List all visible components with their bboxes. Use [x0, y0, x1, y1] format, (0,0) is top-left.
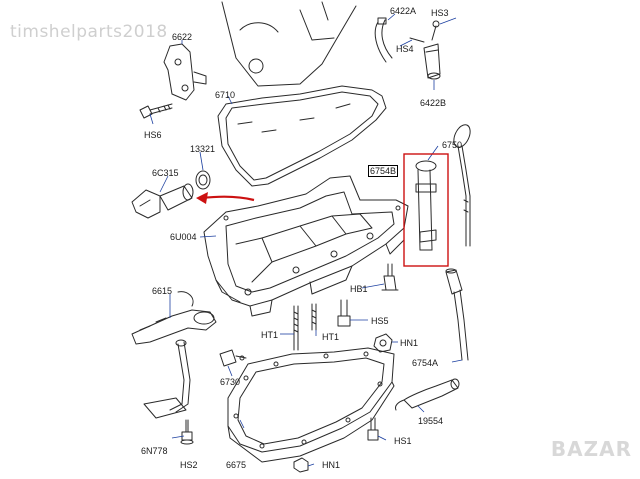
- label-hs3: HS3: [431, 8, 449, 18]
- bolt-hs1: [367, 417, 379, 441]
- label-6u004: 6U004: [170, 232, 197, 242]
- label-6710: 6710: [215, 90, 236, 100]
- oil-level-sensor-6c315: [131, 183, 194, 219]
- label-19554: 19554: [418, 416, 444, 426]
- nut-hn1-upper: [373, 333, 393, 353]
- label-hs1: HS1: [394, 436, 412, 446]
- label-6675: 6675: [226, 460, 247, 470]
- label-6754a: 6754A: [412, 358, 439, 368]
- label-13321: 13321: [190, 144, 216, 154]
- label-hb1: HB1: [350, 284, 368, 294]
- watermark-text: timshelparts2018: [10, 22, 168, 42]
- label-hn1-upper: HN1: [400, 338, 419, 348]
- bolt-hs6: [139, 103, 173, 119]
- label-6750: 6750: [442, 140, 463, 150]
- label-6c315: 6C315: [152, 168, 179, 178]
- label-hs2: HS2: [180, 460, 198, 470]
- label-6422a: 6422A: [390, 6, 417, 16]
- label-6n778: 6N778: [141, 446, 168, 456]
- direction-arrow: [196, 192, 255, 204]
- dipstick-6750: [453, 124, 471, 247]
- label-hs4: HS4: [396, 44, 414, 54]
- oil-tube-6n778: [143, 339, 191, 419]
- oil-pickup-6615: [131, 291, 217, 345]
- label-ht1-left: HT1: [261, 330, 279, 340]
- label-ht1-right: HT1: [322, 332, 340, 342]
- highlight-box-6754b: [403, 153, 449, 267]
- breather-hose-6422a: [374, 17, 393, 63]
- lower-oil-pan-6675: [227, 347, 395, 463]
- clip-6730: [219, 349, 247, 367]
- label-6754b: 6754B: [368, 165, 399, 177]
- label-hs5: HS5: [371, 316, 389, 326]
- label-hs6: HS6: [144, 130, 162, 140]
- label-6622: 6622: [172, 32, 193, 42]
- stud-ht1-left: [293, 305, 299, 351]
- brand-logo: BAZAR: [550, 437, 632, 461]
- bolt-hb1: [381, 263, 399, 291]
- seal-tool-19554: [395, 378, 460, 411]
- label-6730: 6730: [220, 377, 241, 387]
- label-hn1-lower: HN1: [322, 460, 341, 470]
- stud-ht1-right: [311, 303, 317, 331]
- drain-plug-13321: [195, 170, 211, 190]
- breather-valve-6422b: [409, 20, 441, 80]
- label-6615: 6615: [152, 286, 173, 296]
- nut-hn1-lower: [293, 457, 309, 473]
- bolt-hs5: [337, 299, 351, 327]
- dipstick-tube-6754b: [415, 160, 437, 251]
- oil-pan-6u004: [203, 175, 409, 317]
- bracket-6622: [163, 43, 207, 101]
- label-6422b: 6422B: [420, 98, 447, 108]
- dipstick-tube-6754a: [445, 268, 469, 361]
- oil-pan-gasket-6710: [217, 85, 387, 187]
- bolt-hs2: [180, 419, 194, 445]
- engine-block-outline: [221, 1, 357, 87]
